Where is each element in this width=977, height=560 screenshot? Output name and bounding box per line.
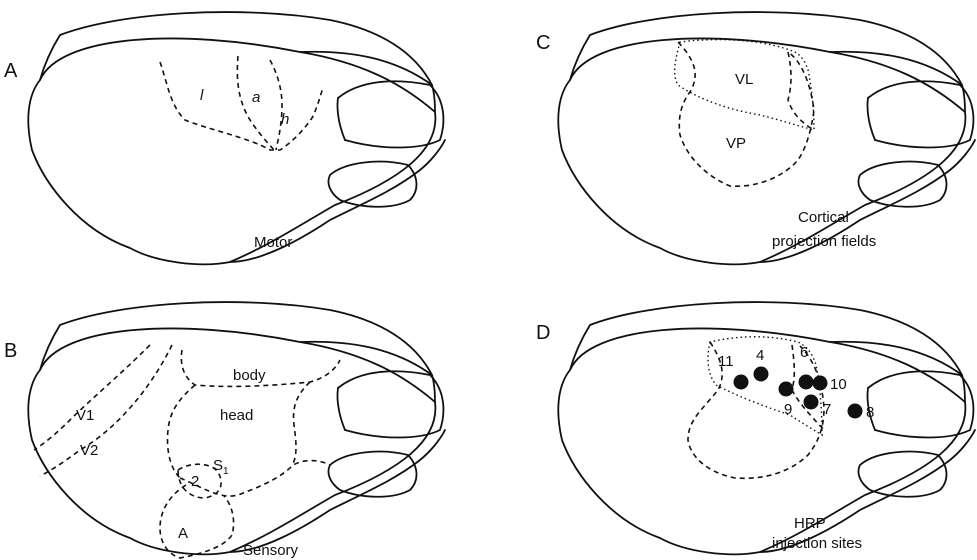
panel-d-site-label-8: 8 bbox=[866, 404, 874, 421]
panel-a-caption: Motor bbox=[254, 234, 292, 251]
panel-d-site-label-10: 10 bbox=[830, 376, 847, 393]
panel-b-head-boundary bbox=[168, 382, 311, 478]
panel-b-region-s1: S1 bbox=[213, 457, 229, 477]
panel-a: A l a h Motor bbox=[4, 12, 445, 264]
panel-a-brain-outline bbox=[28, 12, 445, 264]
panel-d-site-11 bbox=[734, 375, 749, 390]
panel-c-letter: C bbox=[536, 32, 550, 54]
panel-a-boundary-a-h bbox=[270, 60, 282, 150]
panel-d-site-6 bbox=[799, 375, 814, 390]
panel-d-site-8 bbox=[848, 404, 863, 419]
panel-c-vl-boundary bbox=[788, 52, 814, 130]
panel-d-site-label-6: 6 bbox=[800, 344, 808, 361]
panel-b: B V1 V2 body head S1 2 A Sensory bbox=[4, 302, 445, 559]
panel-d-letter: D bbox=[536, 322, 550, 344]
panel-b-region-v2: V2 bbox=[80, 442, 98, 459]
panel-a-region-h: h bbox=[281, 111, 289, 128]
panel-c: C VL VP Cortical projection fields bbox=[536, 12, 975, 264]
panel-b-v1-boundary bbox=[34, 345, 150, 450]
panel-c-region-vl: VL bbox=[735, 71, 753, 88]
panel-d-site-9 bbox=[779, 382, 794, 397]
panel-b-region-v1: V1 bbox=[76, 407, 94, 424]
panel-d-brain-outline bbox=[558, 302, 975, 554]
panel-d-site-label-11: 11 bbox=[718, 353, 734, 370]
panel-c-vp-field bbox=[678, 42, 814, 186]
panel-d: D 11 4 6 10 9 7 8 HRP injection sites bbox=[536, 302, 975, 554]
panel-d-site-10 bbox=[813, 376, 828, 391]
panel-c-region-vp: VP bbox=[726, 135, 746, 152]
panel-a-letter: A bbox=[4, 60, 18, 82]
panel-c-caption-line2: projection fields bbox=[772, 233, 876, 250]
panel-b-region-a: A bbox=[178, 525, 188, 542]
panel-b-s1-boundary bbox=[180, 461, 330, 496]
panel-a-motor-boundary bbox=[160, 62, 323, 150]
panel-d-site-4 bbox=[754, 367, 769, 382]
panel-c-brain-outline bbox=[558, 12, 975, 264]
panel-d-caption-line1: HRP bbox=[794, 515, 826, 532]
panel-d-caption-line2: injection sites bbox=[772, 535, 862, 552]
panel-b-v2-boundary bbox=[40, 345, 172, 476]
panel-b-region-body: body bbox=[233, 367, 266, 384]
panel-d-site-label-7: 7 bbox=[823, 401, 831, 418]
panel-b-caption: Sensory bbox=[243, 542, 299, 559]
panel-a-region-a: a bbox=[252, 89, 260, 106]
panel-d-site-7 bbox=[804, 395, 819, 410]
panel-d-site-label-4: 4 bbox=[756, 347, 764, 364]
panel-b-region-2: 2 bbox=[191, 473, 199, 490]
panel-b-brain-outline bbox=[28, 302, 445, 554]
panel-a-region-l: l bbox=[200, 87, 204, 104]
panel-c-caption-line1: Cortical bbox=[798, 209, 849, 226]
panel-b-letter: B bbox=[4, 340, 17, 362]
panel-d-site-label-9: 9 bbox=[784, 401, 792, 418]
panel-b-region-head: head bbox=[220, 407, 253, 424]
